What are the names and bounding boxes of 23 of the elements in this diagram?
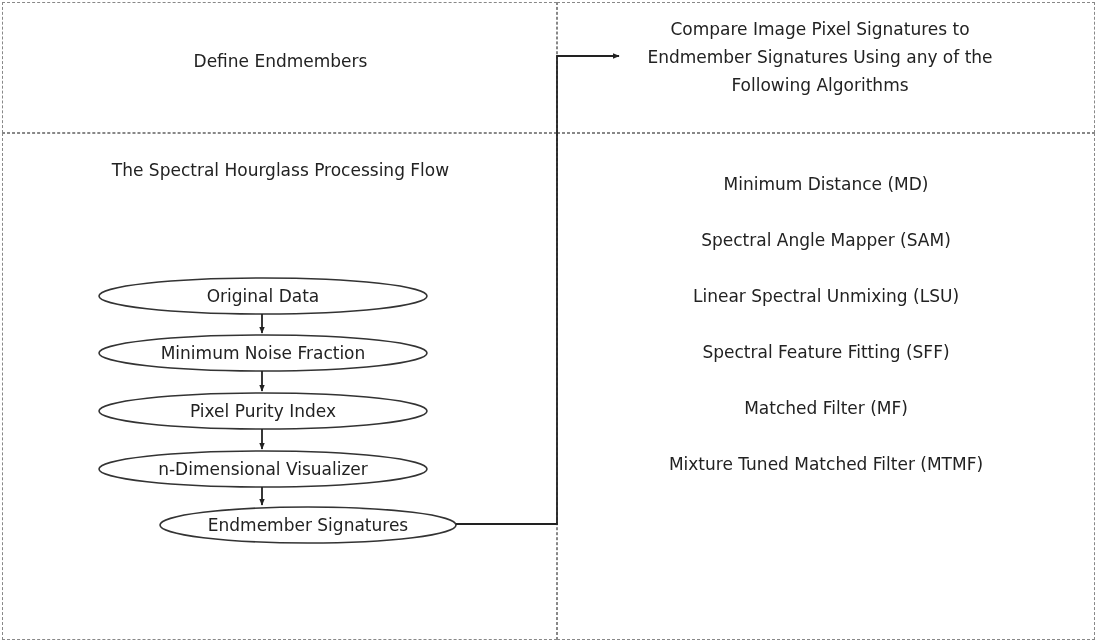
arrow	[259, 370, 265, 392]
ellipse-label: n-Dimensional Visualizer	[158, 459, 368, 479]
ellipse-label: Minimum Noise Fraction	[160, 343, 366, 363]
algorithm-name: Mixture Tuned Matched Filter (MTMF)	[668, 453, 984, 476]
ellipse-label: Pixel Purity Index	[189, 401, 337, 421]
algorithm-name: Minimum Distance (MD)	[723, 173, 929, 196]
ellipse-label: Original Data	[206, 286, 320, 306]
arrow	[259, 313, 265, 334]
panel-heading: Define Endmembers	[192, 50, 369, 73]
arrow	[259, 428, 265, 450]
dashed-panel	[557, 2, 1095, 133]
arrow	[259, 486, 265, 506]
dashed-panel	[557, 133, 1095, 640]
algorithm-name: Matched Filter (MF)	[744, 397, 908, 420]
algorithm-name: Spectral Angle Mapper (SAM)	[701, 229, 951, 252]
panel-heading: Compare Image Pixel Signatures to Endmember Signatures Using any of the Following Algorithms	[646, 18, 994, 97]
algorithm-name: Linear Spectral Unmixing (LSU)	[692, 285, 960, 308]
dashed-panel	[2, 133, 557, 640]
ellipse-label: Endmember Signatures	[207, 515, 409, 535]
arrow	[455, 53, 620, 525]
dashed-panel	[2, 2, 557, 133]
algorithm-name: Spectral Feature Fitting (SFF)	[702, 341, 950, 364]
panel-heading: The Spectral Hourglass Processing Flow	[110, 159, 451, 182]
